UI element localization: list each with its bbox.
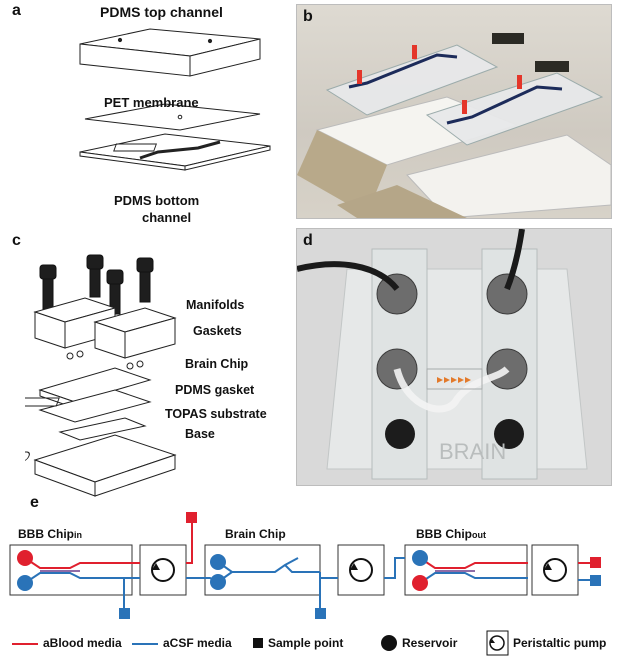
legend-pump-box — [486, 630, 509, 656]
sample-point-blue-1 — [119, 608, 130, 619]
brain-engraving: BRAIN — [439, 439, 507, 464]
legend-acsf-text: aCSF media — [163, 636, 232, 650]
bbb-chip-in-sub: in — [74, 530, 82, 540]
bbb-chip-out-sub: out — [472, 530, 486, 540]
legend-sample-square — [253, 638, 263, 648]
base-label: Base — [185, 427, 215, 441]
bbb-chip-out-box — [404, 544, 528, 596]
gaskets-label: Gaskets — [193, 324, 242, 338]
pump-box-1 — [139, 544, 187, 596]
bbb-chip-in-label: BBB Chipin — [18, 527, 82, 541]
legend-reservoir-dot — [381, 635, 397, 651]
pump-box-2 — [337, 544, 385, 596]
pet-membrane-label: PET membrane — [104, 95, 199, 110]
brain-chip-box — [204, 544, 321, 596]
legend-pump-text: Peristaltic pump — [513, 636, 607, 650]
bbb-out-channels — [419, 557, 528, 584]
sample-point-red-1 — [186, 512, 197, 523]
sample-point-red-out — [590, 557, 601, 568]
brain-chip-label: Brain Chip — [185, 357, 249, 371]
bbb-in-channels — [24, 557, 128, 584]
pdms-top-block — [79, 28, 261, 77]
panel-d-letter: d — [303, 232, 313, 249]
flow-circuit-diagram — [9, 512, 601, 619]
chip-exploded-diagram — [79, 28, 271, 171]
pdms-bottom-label-line2: channel — [142, 210, 192, 225]
legend-reservoir-text: Reservoir — [402, 636, 458, 650]
bbb-chip-in-main: BBB Chip — [18, 527, 74, 541]
sample-point-blue-2 — [315, 608, 326, 619]
reservoir-csf-in — [17, 575, 33, 591]
panel-e-letter: e — [30, 494, 39, 511]
pdms-gasket-label: PDMS gasket — [175, 383, 255, 397]
pump-box-3 — [531, 544, 579, 596]
brain-chip-e-label: Brain Chip — [225, 527, 286, 541]
legend-graphics — [12, 630, 509, 656]
reservoir-csf-brain-1 — [210, 554, 226, 570]
reservoir-blood-out — [412, 575, 428, 591]
reservoir-csf-brain-2 — [210, 574, 226, 590]
pdms-bottom-label-line1: PDMS bottom — [114, 193, 200, 208]
panel-c-letter: c — [12, 232, 21, 249]
pet-membrane — [84, 103, 261, 131]
device-photo-d-drawing — [297, 229, 611, 485]
bbb-chip-out-main: BBB Chip — [416, 527, 472, 541]
device-photo-d: BRAIN — [296, 228, 612, 486]
chip-photo-b — [296, 4, 612, 219]
panel-a-letter: a — [12, 2, 21, 19]
pdms-bottom-layer — [79, 133, 271, 171]
panel-b-letter: b — [303, 8, 313, 25]
reservoir-blood-in — [17, 550, 33, 566]
chip-photo-b-drawing — [297, 33, 611, 218]
bbb-chip-out-label: BBB Chipout — [416, 527, 486, 541]
reservoir-csf-out — [412, 550, 428, 566]
legend-ablood-text: aBlood media — [43, 636, 122, 650]
manifolds-label: Manifolds — [186, 298, 245, 312]
legend-sample-text: Sample point — [268, 636, 344, 650]
topas-substrate-label: TOPAS substrate — [165, 407, 267, 421]
pdms-top-channel-label: PDMS top channel — [100, 4, 223, 20]
bbb-chip-in-box — [9, 544, 133, 596]
manifold-exploded-diagram — [25, 254, 177, 497]
sample-point-blue-out — [590, 575, 601, 586]
